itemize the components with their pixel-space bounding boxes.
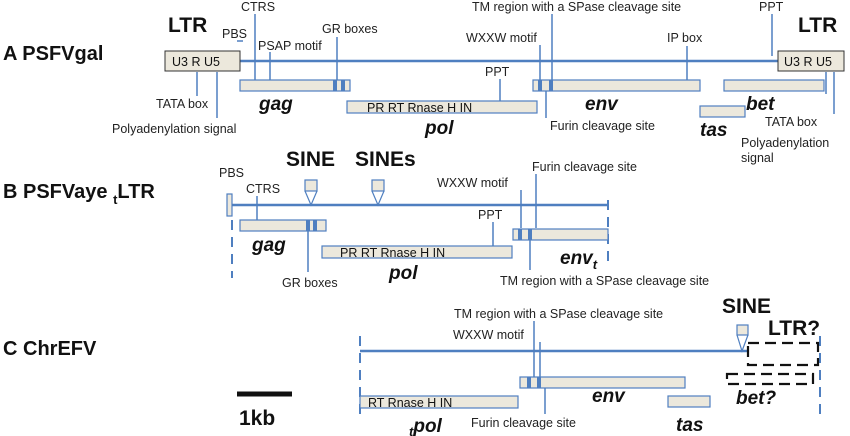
row-a-gr-boxes-label: GR boxes (322, 22, 378, 36)
row-b-gag-grbox-2 (313, 220, 317, 231)
row-c-ltr-label: LTR? (768, 317, 820, 340)
row-c-tas-box (667, 395, 711, 408)
row-a-wxxw-label: WXXW motif (466, 31, 537, 45)
row-a-ctrs-label: CTRS (241, 0, 275, 14)
row-c-tm-region-label: TM region with a SPase cleavage site (454, 307, 663, 321)
row-b-pol-domains: PR RT Rnase H IN (340, 246, 445, 260)
row-a-bet-box (723, 79, 825, 92)
row-b-env-box (512, 228, 609, 241)
row-b-env-label: envt (560, 248, 598, 272)
row-c-wxxw-label: WXXW motif (453, 328, 524, 342)
row-b-env-label-sub: t (593, 257, 598, 272)
row-a-label: A PSFVgal (3, 43, 103, 65)
row-c-env-box (519, 376, 686, 389)
row-c-env-label: env (592, 386, 626, 407)
row-a-ppt-env-label: PPT (485, 65, 510, 79)
row-b-label-tail: LTR (117, 181, 155, 203)
row-b-tm-region-label: TM region with a SPase cleavage site (500, 274, 709, 288)
row-c: C ChrEFV TM region with a SPase cleavage… (3, 295, 821, 436)
row-c-pol-label: tpol (409, 416, 443, 436)
row-c-bet-label: bet? (736, 388, 777, 409)
row-b-gag-label: gag (251, 235, 286, 256)
scale-bar-label: 1kb (239, 407, 275, 430)
row-a-ltr-left-label: LTR (168, 14, 207, 37)
row-a-tm-region-label: TM region with a SPase cleavage site (472, 0, 681, 14)
row-c-pol-box (359, 395, 519, 409)
row-c-sine-box (736, 324, 749, 336)
row-a-ltr-left-box (164, 50, 241, 72)
row-a-furin-label: Furin cleavage site (550, 119, 655, 133)
row-a-ltr-left-box-label: U3 R U5 (172, 55, 220, 69)
row-a: A PSFVgal U3 R U5 U3 R U5 LTR LTR PBS CT… (3, 0, 845, 165)
row-a-env-mark-1 (538, 80, 542, 91)
row-a-tas-box (699, 105, 746, 118)
row-b-sine2-pointer (371, 190, 385, 207)
row-b-gag-box (239, 219, 327, 232)
row-b-ltr-stub (226, 193, 233, 217)
row-b-sine1-pointer (304, 190, 318, 207)
row-c-pol-domains: RT Rnase H IN (368, 396, 452, 410)
row-b-sine1-box (304, 179, 318, 192)
row-b-pol-box (321, 245, 513, 259)
row-c-label: C ChrEFV (3, 338, 97, 360)
row-a-pol-domains: PR RT Rnase H IN (367, 101, 472, 115)
row-b-sine2-box (371, 179, 385, 192)
row-b-label: B PSFVaye tLTR (3, 181, 155, 207)
row-a-env-label: env (585, 94, 619, 115)
row-a-gag-box (239, 79, 351, 92)
row-a-pol-label: pol (424, 118, 454, 139)
row-b-sine1-label: SINE (286, 148, 335, 171)
row-b-pbs-label: PBS (219, 166, 244, 180)
row-a-ip-box-label: IP box (667, 31, 703, 45)
row-c-pol-label-sub: t (409, 424, 414, 436)
row-c-sine-pointer (736, 334, 749, 353)
row-c-bet-box (725, 372, 815, 386)
row-a-ltr-right-label: LTR (798, 14, 837, 37)
row-c-env-mark-2 (537, 377, 541, 388)
row-b-furin-label: Furin cleavage site (532, 160, 637, 174)
row-a-tata-right-label: TATA box (765, 115, 818, 129)
row-c-pol-label-main: pol (412, 416, 442, 436)
row-b-sine2-label: SINEs (355, 148, 416, 171)
row-b-env-mark-2 (528, 229, 532, 240)
row-b-env-mark-1 (518, 229, 522, 240)
row-a-polya-left-label: Polyadenylation signal (112, 122, 236, 136)
row-a-gag-grbox-1 (333, 80, 337, 91)
row-c-sine-label: SINE (722, 295, 771, 318)
row-a-tata-left-label: TATA box (156, 97, 209, 111)
row-a-ppt-end-label: PPT (759, 0, 784, 14)
row-b: B PSFVaye tLTR PBS CTRS SINE SINEs gag G… (3, 148, 709, 290)
row-a-ltr-right-box (777, 50, 845, 72)
row-a-psap-label: PSAP motif (258, 39, 322, 53)
row-a-polya-right-label-2: signal (741, 151, 774, 165)
row-c-env-mark-1 (527, 377, 531, 388)
row-a-bet-label: bet (746, 94, 775, 115)
row-b-env-label-main: env (560, 248, 594, 269)
row-b-gr-boxes-label: GR boxes (282, 276, 338, 290)
row-c-ltr-box (746, 341, 820, 367)
row-b-ctrs-label: CTRS (246, 182, 280, 196)
row-a-pol-box (346, 100, 538, 114)
row-b-gag-grbox-1 (306, 220, 310, 231)
row-a-pbs-label: PBS (222, 27, 247, 41)
row-b-pol-label: pol (388, 263, 418, 284)
row-a-gag-grbox-2 (341, 80, 345, 91)
row-b-wxxw-label: WXXW motif (437, 176, 508, 190)
row-a-env-box (532, 79, 701, 92)
row-c-furin-label: Furin cleavage site (471, 416, 576, 430)
row-b-ppt-label: PPT (478, 208, 503, 222)
row-b-label-sub: t (113, 192, 118, 207)
row-a-polya-right-label-1: Polyadenylation (741, 136, 829, 150)
row-a-gag-label: gag (258, 94, 293, 115)
row-c-tas-label: tas (676, 415, 703, 436)
row-a-env-mark-2 (549, 80, 553, 91)
row-b-label-main: B PSFVaye (3, 181, 113, 203)
row-a-ltr-right-box-label: U3 R U5 (784, 55, 832, 69)
row-a-tas-label: tas (700, 120, 727, 141)
